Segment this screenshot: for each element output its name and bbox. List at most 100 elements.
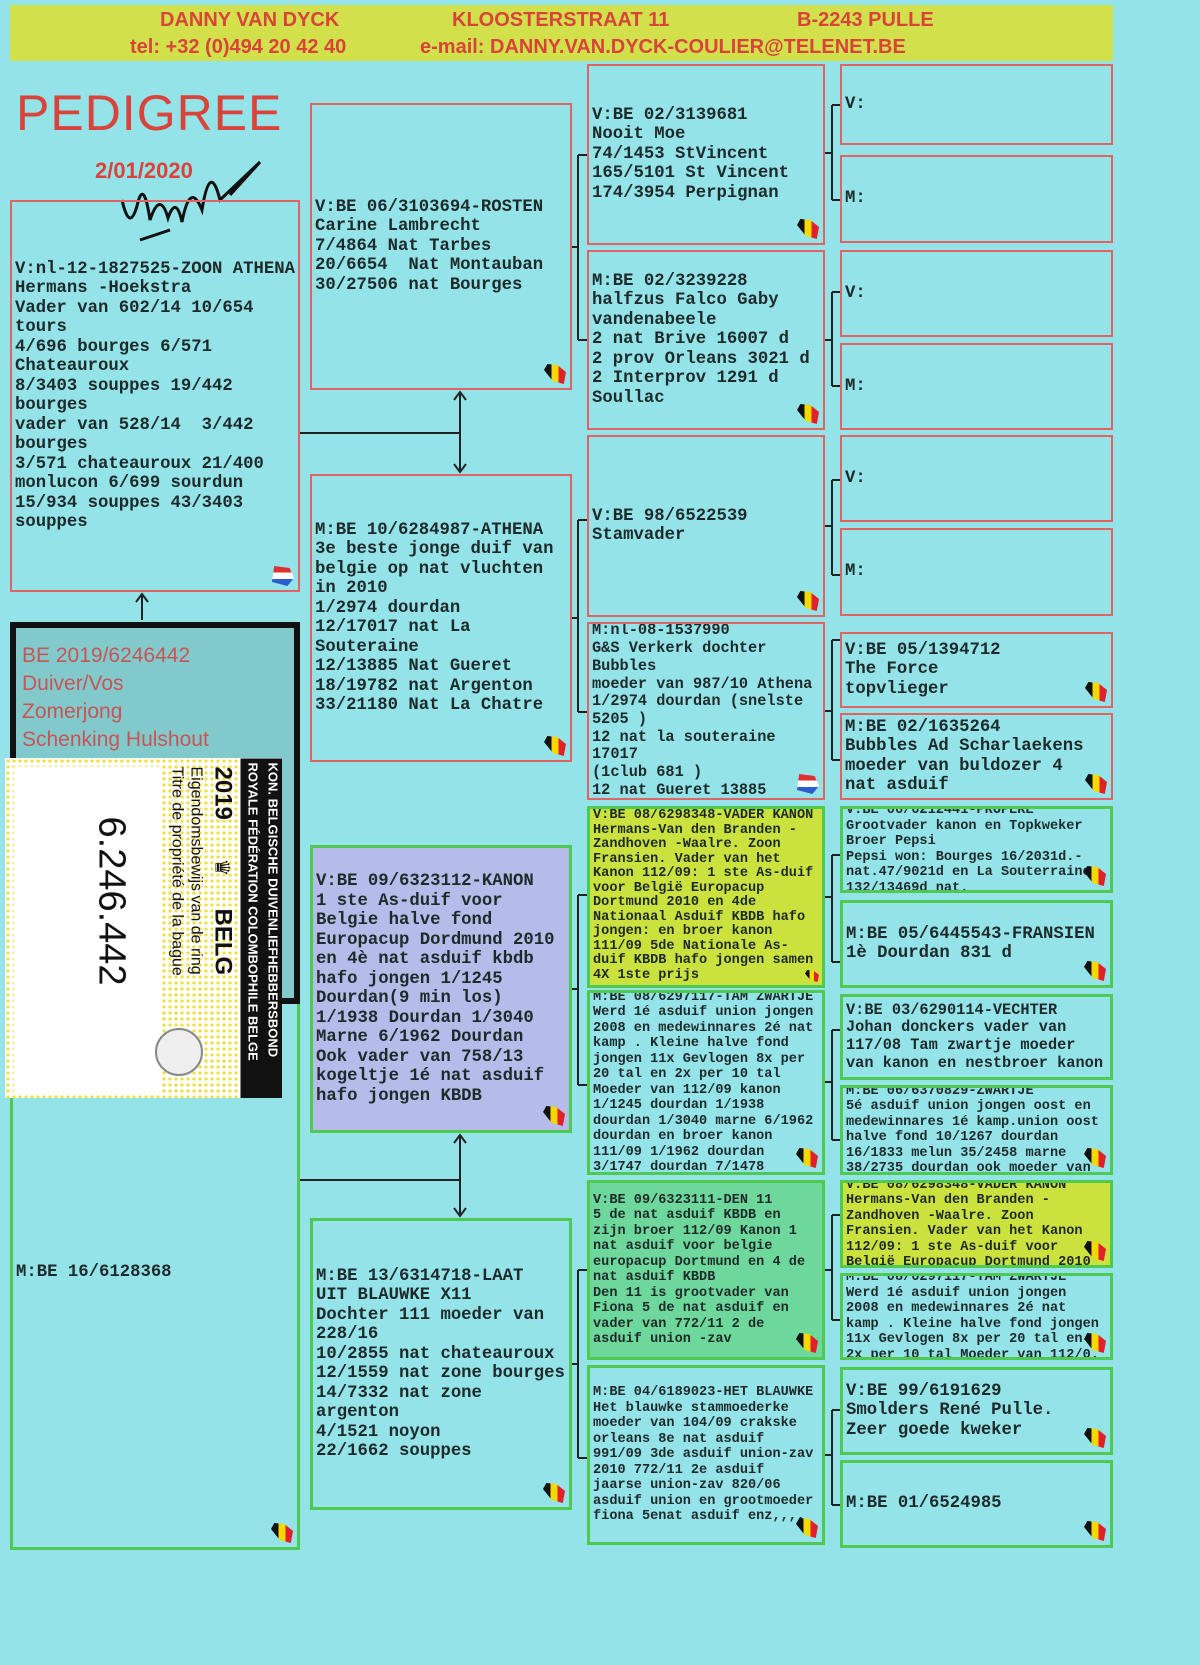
pedigree-text-line: 2x per 10 tal Moeder van 112/0. xyxy=(846,1347,1099,1360)
pigeon-ring-id: M:BE 16/6128368 xyxy=(16,1262,172,1282)
pedigree-text-line: monlucon 6/699 sourdun xyxy=(15,474,244,493)
pedigree-text-line: orleans 8e nat asduif xyxy=(593,1431,765,1447)
gen4-box-5: V: xyxy=(840,435,1113,522)
page-title: PEDIGREE xyxy=(16,85,283,141)
breeder-email: e-mail: DANNY.VAN.DYCK-COULIER@TELENET.B… xyxy=(420,36,906,58)
federation-logo-icon xyxy=(155,1028,203,1076)
pedigree-text-line: Fransien. Vader van het xyxy=(593,851,781,867)
pedigree-text-line: Pepsi won: Bourges 16/2031d.- xyxy=(846,849,1083,865)
pedigree-text-line: 12 nat Gueret 13885 xyxy=(592,780,767,799)
pedigree-text-line: Souteraine xyxy=(315,637,419,657)
pedigree-text-line: 1/1245 dourdan 1/1938 xyxy=(593,1098,765,1113)
pedigree-text-line: 5 de nat asduif KBDB en xyxy=(593,1208,781,1223)
pedigree-text-line: Broer Pepsi xyxy=(846,834,936,849)
crown-icon: ♛ xyxy=(210,858,233,877)
pedigree-text-line: Soullac xyxy=(592,388,665,408)
pedigree-text-line: vandenabeele xyxy=(592,310,717,330)
pedigree-text-line: 117/08 Tam zwartje moeder xyxy=(846,1036,1076,1054)
pedigree-text-line: fiona 5enat asduif enz,,,, xyxy=(593,1509,806,1525)
pedigree-text-line: 3e beste jonge duif van xyxy=(315,540,554,559)
pigeon-ring-id: V:BE 05/1394712 xyxy=(845,640,1001,660)
pedigree-text-line: 12/13885 Nat Gueret xyxy=(315,657,513,676)
pedigree-text-line: 38/2735 dourdan ook moeder van xyxy=(846,1161,1091,1175)
pedigree-text-line: hafo jongen 1/1245 xyxy=(316,969,503,989)
pigeon-ring-id: M:BE 04/6189023-HET BLAUWKE xyxy=(593,1385,814,1401)
breeder-address: KLOOSTERSTRAAT 11 xyxy=(452,9,670,31)
pedigree-text-line: Het blauwke stammoederke xyxy=(593,1400,789,1416)
belgium-flag-icon xyxy=(1084,961,1106,981)
pedigree-text-line: vader van 772/11 2 de xyxy=(593,1316,765,1332)
pedigree-text-line: tours xyxy=(15,318,67,337)
pigeon-ring-id: M:BE 08/6297117-TAM ZWARTJE xyxy=(593,990,814,1005)
gen4-box-1: V: xyxy=(840,64,1113,145)
pedigree-text-line: nat asduif KBDB xyxy=(593,1270,716,1285)
pigeon-ring-id: V:BE 08/6298348-VADER KANON xyxy=(593,808,814,823)
breeder-name: DANNY VAN DYCK xyxy=(160,9,340,31)
pedigree-text-line: Belgie halve fond xyxy=(316,911,493,930)
pigeon-ring-id: V:BE 08/6298348-VADER KANON xyxy=(846,1180,1067,1193)
pigeon-ring-id: M: xyxy=(845,376,866,396)
sex-color: Duiver/Vos xyxy=(22,672,124,695)
pedigree-text-line: 16/1833 melun 35/2458 marne xyxy=(846,1145,1067,1161)
pedigree-text-line: 2 nat Brive 16007 d xyxy=(592,330,790,350)
pedigree-text-line: Dourdan(9 min los) xyxy=(316,989,503,1008)
pedigree-text-line: jongen: en broer kanon xyxy=(593,924,773,939)
pedigree-text-line: 17017 xyxy=(592,745,638,764)
pedigree-text-line: Grootvader kanon en Topkweker xyxy=(846,818,1083,834)
pigeon-ring-id: M:BE 01/6524985 xyxy=(846,1494,1002,1514)
pedigree-text-line: dourdan 1/3040 marne 6/1962 xyxy=(593,1113,814,1129)
pedigree-text-line: Stamvader xyxy=(592,526,686,545)
pedigree-text-line: Hermans-Van den Branden - xyxy=(593,822,797,838)
pedigree-text-line: Dortmund 2010 en 4de xyxy=(593,895,757,910)
pedigree-text-line: in 2010 xyxy=(315,579,388,598)
federation-name-nl: KON. BELGISCHE DUIVENLIEFHEBBERSBOND xyxy=(265,762,281,1058)
pedigree-text-line: 11x Gevlogen 8x per 20 tal en xyxy=(846,1332,1083,1347)
pedigree-text-line: europacup Dortmund en 4 de xyxy=(593,1254,806,1270)
pedigree-text-line: halfzus Falco Gaby xyxy=(592,291,779,311)
pedigree-text-line: 1/2974 dourdan (snelste xyxy=(592,692,804,711)
card-title-fr: Titre de propriété de la bague xyxy=(168,766,186,976)
pedigree-text-line: Carine Lambrecht xyxy=(315,217,481,237)
pedigree-text-line: 132/13469d nat. xyxy=(846,880,969,893)
pedigree-text-line: asduif union -zav xyxy=(593,1332,732,1347)
pedigree-text-line: Bubbles xyxy=(592,656,657,675)
belgium-flag-icon xyxy=(797,591,819,611)
pedigree-text-line: Smolders René Pulle. xyxy=(846,1401,1054,1421)
pedigree-text-line: 165/5101 St Vincent xyxy=(592,164,790,184)
pedigree-text-line: Chateauroux xyxy=(15,357,130,376)
breeder-phone: tel: +32 (0)494 20 42 40 xyxy=(130,36,347,58)
pedigree-text-line: Werd 1é asduif union jongen xyxy=(846,1285,1067,1301)
pigeon-ring-id: V:nl-12-1827525-ZOON ATHENA xyxy=(15,259,296,279)
origin-note: Schenking Hulshout xyxy=(22,728,209,751)
pigeon-ring-id: M:BE 06/6370829-ZWARTJE xyxy=(846,1085,1034,1099)
pedigree-text-line: 1 ste As-duif voor xyxy=(316,891,503,911)
pedigree-text-line: Moeder van 112/09 kanon xyxy=(593,1082,781,1098)
pedigree-text-line: en 4è nat asduif kbdb xyxy=(316,950,534,969)
ring-number-panel: 6.246.442 xyxy=(13,766,161,1093)
pedigree-text-line: 111/09 5de Nationale As- xyxy=(593,938,789,954)
pedigree-text-line: 174/3954 Perpignan xyxy=(592,183,779,203)
pigeon-ring-id: V:BE 09/6323111-DEN 11 xyxy=(593,1192,773,1208)
netherlands-flag-icon xyxy=(797,774,819,794)
pedigree-text-line: 991/09 3de asduif union-zav xyxy=(593,1447,814,1463)
pedigree-text-line: souppes xyxy=(15,513,88,532)
pigeon-ring-id: M: xyxy=(845,562,866,582)
pedigree-text-line: Ook vader van 758/13 xyxy=(316,1047,524,1067)
pigeon-ring-id: V: xyxy=(845,94,866,114)
pedigree-text-line: 12 nat la souteraine xyxy=(592,727,776,746)
gen4-box-2: M: xyxy=(840,155,1113,243)
pedigree-text-line: 1/2974 dourdan xyxy=(315,598,461,618)
pedigree-date: 2/01/2020 xyxy=(95,158,193,183)
pedigree-text-line: Europacup Dordmund 2010 xyxy=(316,930,555,950)
belgium-flag-icon xyxy=(797,219,819,239)
ring-number-large: 6.246.442 xyxy=(90,816,133,986)
